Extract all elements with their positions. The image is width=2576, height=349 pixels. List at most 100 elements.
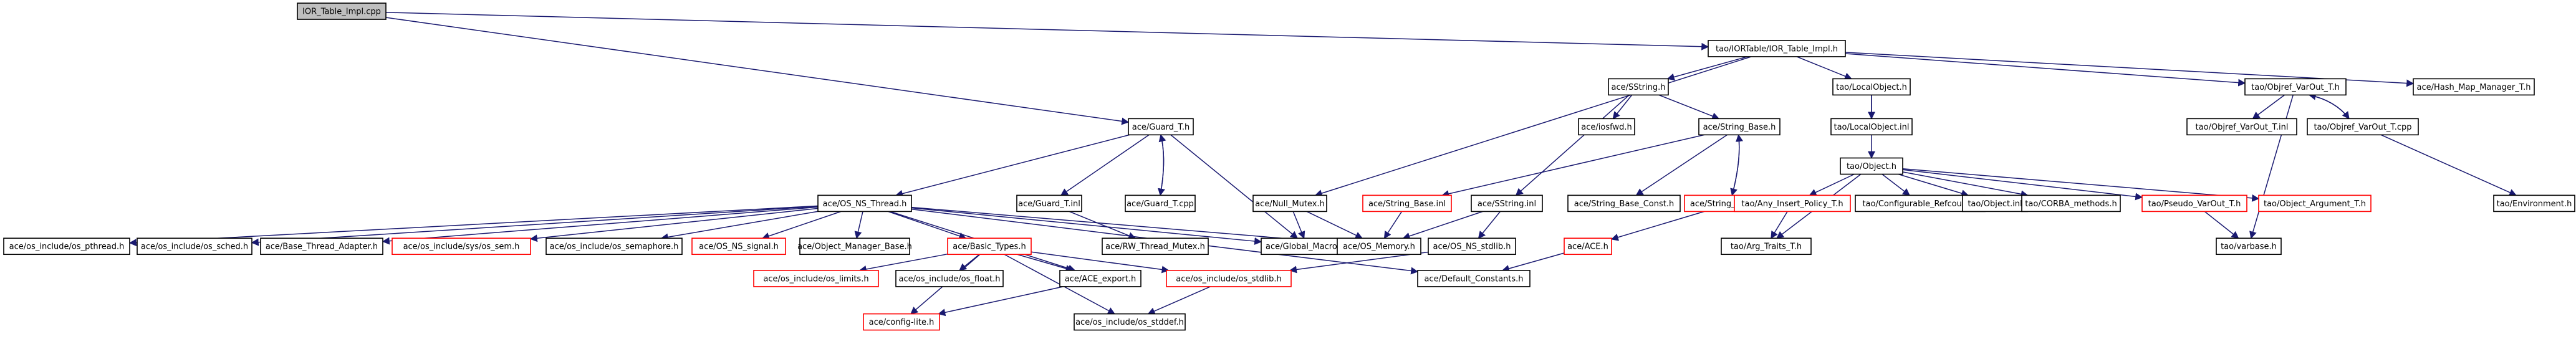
dependency-edge [1902,169,2143,201]
graph-node[interactable]: tao/Objref_VarOut_T.inl [2186,118,2297,136]
graph-node[interactable]: ace/Basic_Types.h [947,237,1032,256]
graph-node[interactable]: ace/Base_Thread_Adapter.h [260,237,383,256]
dependency-edge [2309,94,2350,120]
node-label: ace/OS_NS_signal.h [699,242,779,252]
graph-node[interactable]: ace/os_include/os_sched.h [137,237,252,256]
graph-node[interactable]: ace/os_include/os_pthread.h [3,237,130,256]
dependency-edge [1501,252,1565,272]
graph-node[interactable]: ace/String_Base.h [1698,118,1781,136]
dependency-edge [385,12,1709,50]
graph-node[interactable]: ace/ACE_export.h [1059,270,1141,287]
dependency-edge [385,17,1130,125]
node-label: ace/os_include/os_sched.h [141,242,248,252]
node-label: ace/String_Base_Const.h [1574,199,1674,209]
graph-node[interactable]: tao/IORTable/IOR_Table_Impl.h [1708,40,1846,57]
node-box [2216,237,2282,256]
graph-node[interactable]: tao/Object.h [1840,157,1903,175]
node-box [895,270,1004,287]
node-box [863,313,940,331]
node-label: tao/Objref_VarOut_T.cpp [2314,123,2411,132]
graph-node[interactable]: ace/String_Base.inl [1362,194,1452,213]
dependency-edge [761,211,842,240]
node-label: ace/ACE_export.h [1065,274,1136,284]
node-box [1564,237,1612,256]
graph-node[interactable]: tao/Environment.h [2493,194,2575,213]
graph-node[interactable]: ace/OS_NS_stdlib.h [1428,237,1516,256]
graph-node[interactable]: ace/os_include/sys/os_sem.h [392,237,531,256]
graph-node[interactable]: ace/Guard_T.cpp [1125,194,1196,213]
dependency-edge [1771,211,1788,239]
node-label: tao/Arg_Traits_T.h [1731,242,1802,252]
node-label: ace/OS_NS_stdlib.h [1433,242,1511,252]
node-label: tao/LocalObject.h [1836,83,1907,92]
graph-node[interactable]: tao/Any_Insert_Policy_T.h [1734,194,1851,213]
graph-node[interactable]: ace/OS_Memory.h [1337,237,1421,256]
node-label: ace/Default_Constants.h [1424,274,1523,284]
graph-node[interactable]: ace/config-lite.h [863,313,940,331]
graph-node[interactable]: tao/Pseudo_VarOut_T.h [2141,194,2247,213]
node-label: ace/RW_Thread_Mutex.h [1105,242,1205,252]
node-box [1417,270,1531,287]
graph-node[interactable]: ace/os_include/os_stddef.h [1074,313,1186,331]
node-box [1362,194,1452,213]
graph-node[interactable]: tao/Objref_VarOut_T.h [2244,78,2347,96]
graph-node[interactable]: ace/os_include/os_float.h [895,270,1004,287]
dependency-edge [938,286,1064,317]
graph-node[interactable]: ace/SString.h [1608,78,1669,96]
edges-layer [128,12,2517,317]
graph-node[interactable]: tao/Arg_Traits_T.h [1721,237,1812,256]
dependency-edge [959,254,980,271]
graph-node[interactable]: ace/RW_Thread_Mutex.h [1102,237,1209,256]
dependency-edge [251,206,819,246]
graph-node[interactable]: tao/varbase.h [2216,237,2282,256]
node-label: ace/Base_Thread_Adapter.h [266,242,378,252]
dependency-edge [1902,168,2260,202]
dependency-edge [1158,134,1166,196]
dependency-edge [858,253,948,273]
node-box [1721,237,1812,256]
dependency-edge [888,211,967,240]
graph-node[interactable]: ace/ACE.h [1564,237,1612,256]
graph-node[interactable]: tao/LocalObject.inl [1830,118,1913,136]
graph-node[interactable]: tao/Object.inl [1962,194,2028,213]
dependency-edge [895,134,1130,198]
graph-node[interactable]: ace/os_include/os_stdlib.h [1166,270,1292,287]
graph-node[interactable]: ace/SString.inl [1471,194,1543,213]
graph-node[interactable]: tao/LocalObject.h [1832,78,1911,96]
dependency-edge [1402,211,1483,240]
node-label: tao/varbase.h [2221,242,2277,252]
graph-node[interactable]: ace/OS_NS_signal.h [691,237,786,256]
graph-node[interactable]: ace/String_Base_Const.h [1567,194,1681,213]
dependency-edge [1170,134,1299,239]
dependency-edge [1658,94,1720,120]
graph-node[interactable]: IOR_Table_Impl.cpp [297,2,387,20]
node-label: IOR_Table_Impl.cpp [302,7,381,17]
graph-node[interactable]: ace/iosfwd.h [1578,118,1635,136]
graph-node[interactable]: tao/Object_Argument_T.h [2258,194,2372,213]
node-box [545,237,683,256]
node-box [2493,194,2575,213]
graph-node[interactable]: ace/Hash_Map_Manager_T.h [2413,78,2535,96]
node-label: ace/os_include/sys/os_sem.h [403,242,520,252]
node-label: ace/Basic_Types.h [953,242,1026,252]
graph-node[interactable]: ace/Null_Mutex.h [1252,194,1327,213]
graph-node[interactable]: ace/os_include/os_limits.h [753,270,879,287]
node-box [1830,118,1913,136]
node-box [1428,237,1516,256]
node-label: tao/Environment.h [2497,199,2572,209]
graph-node[interactable]: ace/Guard_T.h [1128,118,1194,136]
node-box [1074,313,1186,331]
graph-node[interactable]: ace/OS_NS_Thread.h [817,194,912,213]
graph-node[interactable]: ace/Guard_T.inl [1016,194,1082,213]
node-box [753,270,879,287]
graph-node[interactable]: ace/Default_Constants.h [1417,270,1531,287]
node-label: tao/Configurable_Refcount.h [1862,199,1978,209]
graph-node[interactable]: ace/Global_Macros.h [1261,237,1354,256]
graph-node[interactable]: tao/CORBA_methods.h [2021,194,2121,213]
node-label: ace/os_include/os_stdlib.h [1176,274,1281,284]
node-box [817,194,912,213]
graph-node[interactable]: ace/Object_Manager_Base.h [797,237,912,256]
graph-node[interactable]: ace/os_include/os_semaphore.h [545,237,683,256]
graph-node[interactable]: tao/Objref_VarOut_T.cpp [2307,118,2419,136]
node-box [3,237,130,256]
